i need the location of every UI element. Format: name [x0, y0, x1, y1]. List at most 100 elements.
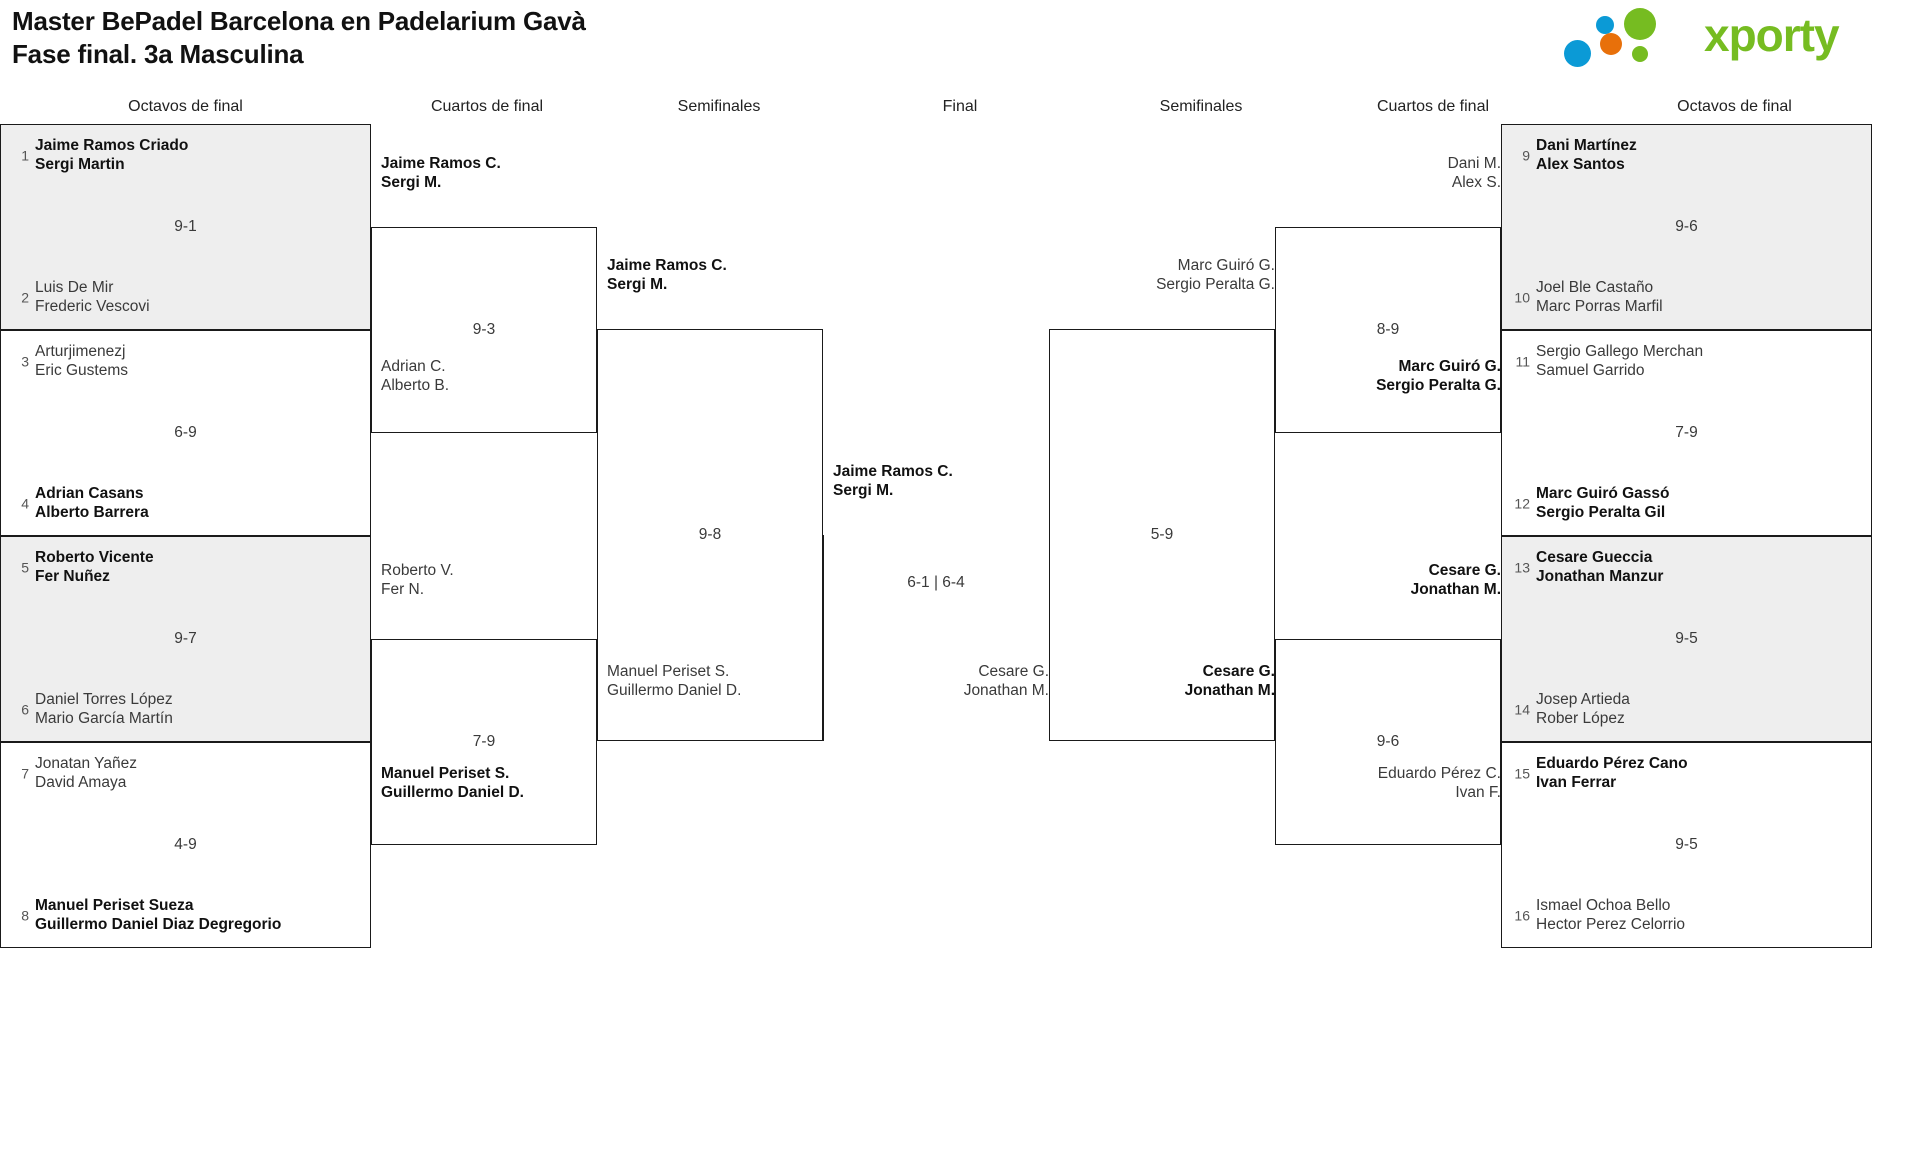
logo-dot-green-large: [1624, 8, 1656, 40]
player-name: Sergio Gallego Merchan: [1536, 343, 1704, 360]
player-name: Guillermo Daniel D.: [381, 783, 524, 801]
match-score: 6-9: [174, 424, 197, 441]
player-name: Sergi M.: [607, 275, 668, 293]
tournament-name: Master BePadel Barcelona en Padelarium G…: [12, 6, 586, 36]
match-box-left-r16-1[interactable]: 1 Jaime Ramos Criado Sergi Martin 9-1 2 …: [0, 124, 371, 330]
match-box-right-qf-1[interactable]: 8-9: [1275, 227, 1501, 433]
team-entry: 2 Luis De Mir Frederic Vescovi: [9, 279, 364, 317]
seed-number: 2: [21, 289, 29, 306]
player-name: Jaime Ramos C.: [607, 257, 727, 274]
player-name: Jaime Ramos Criado: [35, 137, 189, 154]
match-score: 7-9: [472, 733, 496, 750]
seed-number: 7: [21, 765, 29, 782]
player-name: Alex Santos: [1536, 155, 1625, 173]
seed-number: 1: [21, 147, 29, 164]
player-name: Sergi Martin: [35, 155, 125, 173]
player-name: Roberto V.: [381, 562, 454, 579]
match-box-right-sf-1[interactable]: 5-9: [1049, 329, 1275, 741]
player-name: Alex S.: [1451, 173, 1501, 191]
round-label-right-r16: Octavos de final: [1677, 98, 1792, 115]
team-entry: 10 Joel Ble Castaño Marc Porras Marfil: [1510, 279, 1865, 317]
seed-number: 5: [21, 559, 29, 576]
match-box-right-qf-2[interactable]: 9-6: [1275, 639, 1501, 845]
final-entry-left: Jaime Ramos C. Sergi M.: [833, 463, 953, 501]
match-box-right-r16-3[interactable]: 13 Cesare Gueccia Jonathan Manzur 9-5 14…: [1501, 536, 1872, 742]
seed-number: 3: [21, 353, 29, 370]
match-box-left-sf-1[interactable]: 9-8: [597, 329, 823, 741]
player-name: Eric Gustems: [35, 361, 129, 379]
player-name: Jaime Ramos C.: [833, 463, 953, 480]
team-entry: 7 Jonatan Yañez David Amaya: [9, 755, 364, 793]
tournament-phase: Fase final. 3a Masculina: [12, 39, 304, 70]
player-name: Guillermo Daniel Diaz Degregorio: [35, 916, 282, 934]
qf-entry-right-1-bot: Marc Guiró G. Sergio Peralta G.: [1301, 358, 1501, 396]
sf-entry-left-top: Jaime Ramos C. Sergi M.: [607, 257, 727, 295]
sf-entry-right-bot: Cesare G. Jonathan M.: [1075, 663, 1275, 701]
match-box-right-r16-2[interactable]: 11 Sergio Gallego Merchan Samuel Garrido…: [1501, 330, 1872, 536]
team-entry: 1 Jaime Ramos Criado Sergi Martin: [9, 137, 364, 175]
player-name: Ismael Ochoa Bello: [1536, 897, 1671, 915]
player-name: Marc Guiró Gassó: [1536, 485, 1670, 503]
player-name: Sergio Peralta G.: [1156, 275, 1275, 293]
final-score: 6-1 | 6-4: [907, 574, 965, 591]
final-entry-right: Cesare G. Jonathan M.: [849, 663, 1049, 701]
seed-number: 9: [1522, 147, 1530, 164]
player-name: Cesare G.: [1428, 562, 1501, 579]
team-entry: 9 Dani Martínez Alex Santos: [1510, 137, 1865, 175]
match-box-left-r16-2[interactable]: 3 Arturjimenezj Eric Gustems 6-9 4 Adria…: [0, 330, 371, 536]
team-entry: 12 Marc Guiró Gassó Sergio Peralta Gil: [1510, 485, 1865, 523]
logo-dot-blue-large: [1564, 40, 1591, 67]
match-box-left-qf-2[interactable]: 7-9: [371, 639, 597, 845]
player-name: Cesare Gueccia: [1536, 549, 1653, 566]
team-entry: 11 Sergio Gallego Merchan Samuel Garrido: [1510, 343, 1865, 381]
player-name: David Amaya: [35, 773, 127, 791]
match-score: 8-9: [1376, 321, 1400, 338]
player-name: Jonatan Yañez: [35, 755, 137, 772]
qf-entry-left-2-bot: Manuel Periset S. Guillermo Daniel D.: [381, 765, 524, 803]
player-name: Samuel Garrido: [1536, 361, 1645, 379]
match-score: 9-6: [1376, 733, 1400, 750]
match-box-right-r16-1[interactable]: 9 Dani Martínez Alex Santos 9-6 10 Joel …: [1501, 124, 1872, 330]
match-box-left-r16-3[interactable]: 5 Roberto Vicente Fer Nuñez 9-7 6 Daniel…: [0, 536, 371, 742]
seed-number: 14: [1514, 701, 1530, 718]
player-name: Sergi M.: [381, 173, 442, 191]
match-box-final[interactable]: [823, 535, 824, 741]
match-score: 9-3: [472, 321, 496, 338]
player-name: Alberto Barrera: [35, 504, 149, 522]
logo-dot-green-small: [1632, 46, 1648, 62]
seed-number: 8: [21, 907, 29, 924]
seed-number: 16: [1514, 907, 1530, 924]
page-title: Master BePadel Barcelona en Padelarium G…: [12, 5, 586, 72]
match-score: 9-6: [1675, 218, 1698, 235]
player-name: Ivan Ferrar: [1536, 773, 1617, 791]
player-name: Manuel Periset S.: [381, 765, 510, 782]
match-box-left-qf-1[interactable]: 9-3: [371, 227, 597, 433]
match-box-left-r16-4[interactable]: 7 Jonatan Yañez David Amaya 4-9 8 Manuel…: [0, 742, 371, 948]
player-name: Sergi M.: [833, 481, 894, 499]
logo-wordmark: xporty: [1704, 9, 1840, 61]
player-name: Dani M.: [1447, 155, 1501, 172]
match-box-right-r16-4[interactable]: 15 Eduardo Pérez Cano Ivan Ferrar 9-5 16…: [1501, 742, 1872, 948]
player-name: Manuel Periset Sueza: [35, 897, 194, 915]
player-name: Dani Martínez: [1536, 137, 1637, 154]
match-score: 9-5: [1675, 836, 1698, 853]
team-entry: 13 Cesare Gueccia Jonathan Manzur: [1510, 549, 1865, 587]
player-name: Sergio Peralta G.: [1376, 376, 1501, 394]
team-entry: 14 Josep Artieda Rober López: [1510, 691, 1865, 729]
player-name: Fer N.: [381, 580, 425, 598]
player-name: Adrian C.: [381, 358, 446, 375]
player-name: Marc Porras Marfil: [1536, 298, 1663, 316]
match-score: 5-9: [1150, 526, 1174, 543]
seed-number: 13: [1514, 559, 1530, 576]
player-name: Roberto Vicente: [35, 549, 154, 566]
player-name: Rober López: [1536, 710, 1625, 728]
team-entry: 3 Arturjimenezj Eric Gustems: [9, 343, 364, 381]
player-name: Mario García Martín: [35, 710, 173, 728]
player-name: Daniel Torres López: [35, 691, 173, 709]
player-name: Hector Perez Celorrio: [1536, 916, 1686, 934]
team-entry: 16 Ismael Ochoa Bello Hector Perez Celor…: [1510, 897, 1865, 935]
qf-entry-right-2-top: Cesare G. Jonathan M.: [1301, 562, 1501, 600]
player-name: Jonathan M.: [1410, 580, 1501, 598]
match-score: 7-9: [1675, 424, 1698, 441]
match-score: 9-7: [174, 630, 197, 647]
